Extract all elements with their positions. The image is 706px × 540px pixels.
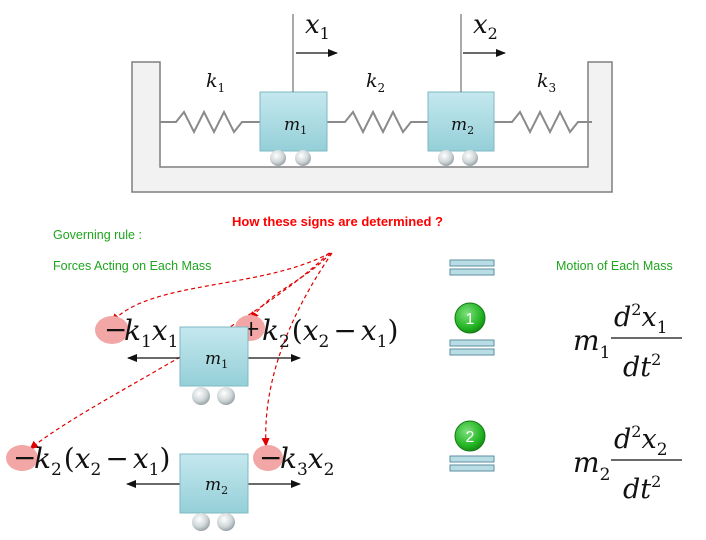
term-k2-x2-x1: k2(x2−x1) <box>34 442 170 480</box>
sign-bubble <box>95 316 129 344</box>
equation-2: − k2(x2−x1) − k3x2 m2 <box>6 441 334 531</box>
mass-2-block <box>427 91 495 152</box>
displacement-x2-label: x2 <box>473 10 498 43</box>
badge-2: 2 <box>454 420 486 452</box>
sign-minus: − <box>259 441 282 474</box>
mass-1-label: m1 <box>284 115 307 137</box>
rhs-1: m1 d2x1 dt2 <box>573 300 682 383</box>
sign-minus: − <box>13 441 36 474</box>
arrow-to-sign-2-right <box>261 252 333 447</box>
mass-1-free-body <box>179 326 249 387</box>
sign-minus: − <box>104 313 127 346</box>
term-k2-x2-x1: k2(x2−x1) <box>262 314 398 352</box>
badge-1: 1 <box>454 302 486 334</box>
equals-sign <box>449 339 495 356</box>
displacement-x1-label: x1 <box>305 10 330 43</box>
governing-rule-label: Governing rule : <box>53 228 142 242</box>
sign-bubble <box>253 445 283 471</box>
spring-k2 <box>327 109 428 135</box>
wheel-icon <box>438 150 454 166</box>
mass-2-free-body-label: m2 <box>205 475 228 497</box>
svg-text:2: 2 <box>466 429 475 446</box>
term-k3x2: k3x2 <box>280 442 334 480</box>
svg-text:m1: m1 <box>573 324 610 363</box>
mass-2-label: m2 <box>451 115 474 137</box>
rhs-2: m2 d2x2 dt2 <box>573 422 682 505</box>
wheel-icon <box>295 150 311 166</box>
arrow-to-sign-1-right <box>250 252 332 321</box>
mass-1-block <box>259 91 328 152</box>
top-system: x1 x2 k1 k2 k3 m1 m2 <box>131 10 613 193</box>
wheel-icon <box>270 150 286 166</box>
spring-k3 <box>494 109 592 135</box>
spring-k3-label: k3 <box>537 70 556 95</box>
svg-text:dt2: dt2 <box>623 350 661 383</box>
mass-1-free-body-label: m1 <box>205 349 228 371</box>
wheel-icon <box>462 150 478 166</box>
svg-text:m2: m2 <box>573 446 610 485</box>
term-k1x1: k1x1 <box>124 314 178 352</box>
sign-arrows <box>29 252 333 450</box>
forces-heading: Forces Acting on Each Mass <box>53 259 211 273</box>
sign-bubble <box>6 445 38 471</box>
wheel-icon <box>217 387 235 405</box>
motion-heading: Motion of Each Mass <box>556 259 673 273</box>
spring-k2-label: k2 <box>366 70 385 95</box>
spring-k1-label: k1 <box>206 70 225 95</box>
equals-sign <box>449 455 495 472</box>
wheel-icon <box>192 513 210 531</box>
equals-sign <box>449 259 495 276</box>
equation-1: − k1x1 + k2(x2−x1) m1 <box>95 313 398 405</box>
wheel-icon <box>192 387 210 405</box>
spring-k1 <box>160 109 260 135</box>
arrow-to-sign-1-left <box>111 252 331 323</box>
mass-2-free-body <box>179 453 249 514</box>
svg-text:d2x1: d2x1 <box>614 300 668 338</box>
svg-text:1: 1 <box>466 311 475 328</box>
svg-text:dt2: dt2 <box>623 472 661 505</box>
svg-text:d2x2: d2x2 <box>614 422 668 460</box>
wheel-icon <box>217 513 235 531</box>
sign-question: How these signs are determined ? <box>232 214 443 229</box>
container-wall <box>131 61 613 193</box>
arrow-to-sign-2-left <box>29 252 330 450</box>
